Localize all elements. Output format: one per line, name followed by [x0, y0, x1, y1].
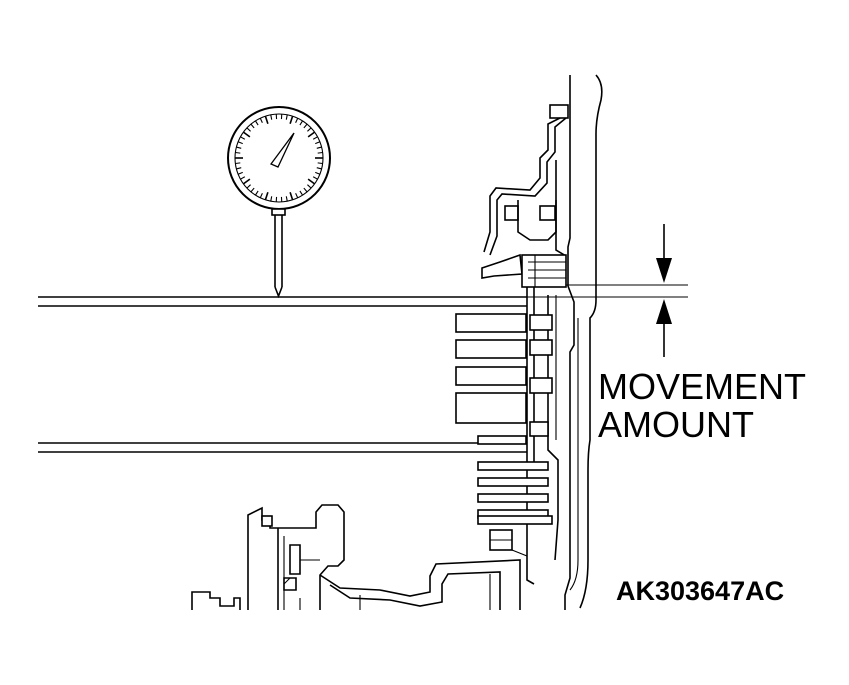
gauge-tick: [246, 184, 251, 189]
movement-label-line1: MOVEMENT: [598, 366, 807, 407]
gauge-tick: [270, 196, 273, 202]
gauge-tick: [299, 120, 304, 126]
lower-hub-assembly: [191, 504, 521, 610]
gauge-tick: [264, 115, 269, 125]
gauge-tick: [316, 167, 322, 170]
gauge-tick: [254, 190, 259, 196]
gauge-tick: [299, 190, 304, 196]
movement-label-line2: AMOUNT: [598, 404, 754, 445]
piston-assembly: [481, 104, 569, 288]
dial-indicator-icon: [227, 106, 331, 299]
gauge-tick: [315, 171, 321, 175]
gauge-tick: [316, 146, 322, 149]
gauge-tick: [237, 171, 243, 175]
gauge-tick: [303, 123, 308, 129]
gauge-tick: [259, 117, 263, 123]
housing: [564, 74, 603, 610]
gauge-tick: [285, 196, 288, 202]
gauge-tick: [270, 114, 273, 120]
gauge-ticks: [235, 114, 323, 202]
gauge-tick: [235, 162, 241, 165]
arrow-up-icon: [656, 299, 672, 357]
gauge-tick: [317, 151, 323, 154]
gauge-tick: [289, 115, 294, 125]
gauge-tick: [303, 187, 308, 193]
gauge-tick: [307, 178, 316, 185]
gauge-tick: [250, 187, 255, 193]
gauge-tick: [312, 136, 318, 140]
gauge-tick: [242, 178, 251, 185]
gauge-tick: [254, 120, 259, 126]
gauge-tick: [235, 151, 241, 154]
arrow-down-icon: [656, 224, 672, 283]
gauge-tick: [250, 123, 255, 129]
movement-amount-label: MOVEMENT AMOUNT: [598, 368, 806, 444]
gauge-tick: [242, 131, 251, 138]
gauge-tick: [307, 184, 312, 189]
gauge-tick: [307, 131, 316, 138]
gauge-tick: [295, 117, 299, 123]
gauge-tick: [289, 191, 294, 201]
gauge-tick: [307, 127, 312, 132]
gauge-tick: [240, 176, 246, 180]
figure-code-label: AK303647AC: [616, 576, 785, 606]
gauge-tick: [285, 114, 288, 120]
gauge-tick: [264, 191, 269, 201]
gauge-tick: [246, 127, 251, 132]
drum-lines: [38, 296, 527, 453]
gauge-tick: [236, 167, 242, 170]
gauge-tick: [315, 141, 321, 145]
gauge-tick: [295, 193, 299, 199]
gauge-tick: [312, 176, 318, 180]
gauge-tick: [237, 141, 243, 145]
gauge-tick: [259, 193, 263, 199]
gauge-tick: [317, 162, 323, 165]
gauge-tick: [236, 146, 242, 149]
clutch-pack: [455, 287, 559, 585]
gauge-tick: [240, 136, 246, 140]
